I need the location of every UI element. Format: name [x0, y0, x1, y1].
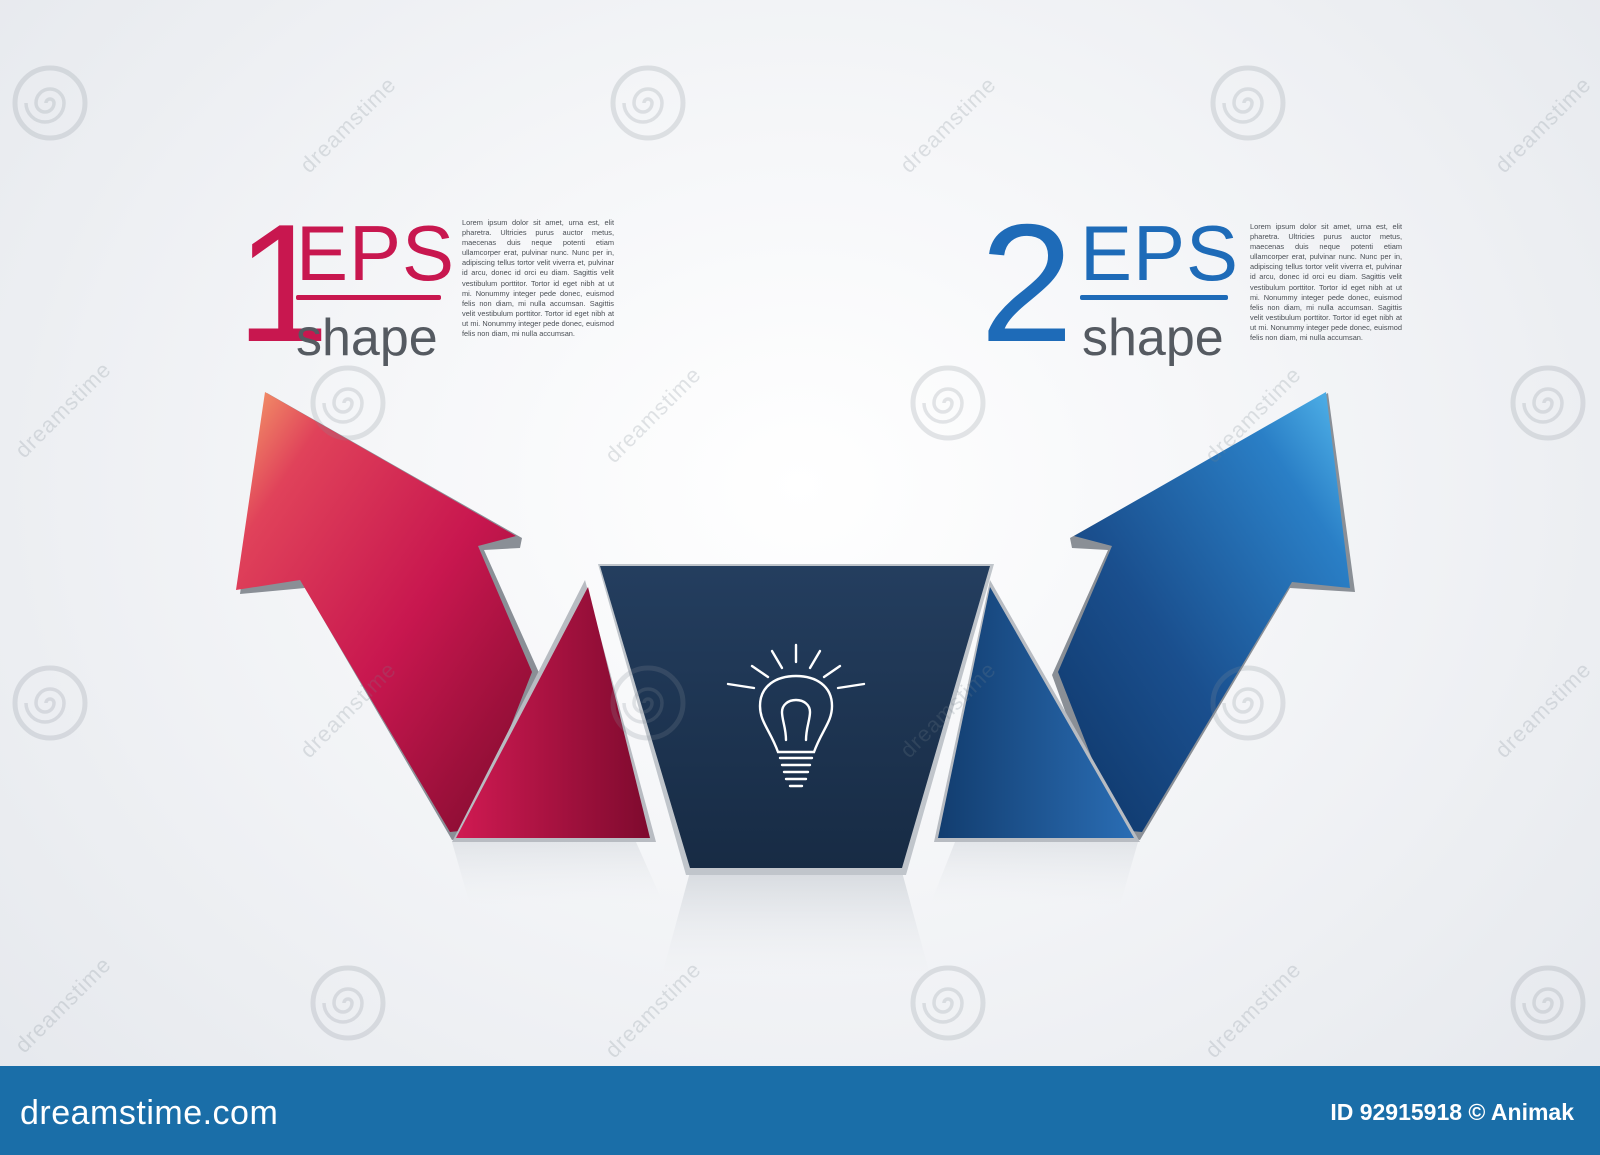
red-shadow-reflection: [452, 842, 664, 905]
step-2-title: EPS: [1080, 209, 1240, 297]
spiral-logo-icon: [310, 965, 386, 1041]
spiral-logo-icon: [310, 365, 386, 441]
spiral-logo-icon: [1510, 965, 1586, 1041]
center-panel: [598, 564, 994, 875]
step-2-underline: [1080, 295, 1228, 300]
blue-arrow: [934, 392, 1355, 842]
spiral-logo-icon: [910, 365, 986, 441]
step-1-number: 1: [236, 189, 330, 377]
step-2-number: 2: [980, 189, 1074, 377]
step-1-underline: [296, 295, 441, 300]
step-1-subtitle: shape: [296, 309, 438, 367]
footer-site-name: dreamstime.com: [20, 1094, 279, 1132]
center-panel-reflection: [662, 872, 930, 975]
step-2-label: 2 EPS shape Lorem ipsum dolor sit amet, …: [980, 189, 1402, 377]
footer-bar: dreamstime.com ID 92915918 © Animak: [0, 1066, 1600, 1155]
step-2-subtitle: shape: [1082, 309, 1224, 367]
step-2-body-text: Lorem ipsum dolor sit amet, urna est, el…: [1250, 222, 1402, 343]
step-1-label: 1 EPS shape Lorem ipsum dolor sit amet, …: [236, 189, 616, 377]
step-1-title: EPS: [296, 209, 456, 297]
spiral-logo-icon: [1210, 665, 1286, 741]
spiral-logo-icon: [910, 965, 986, 1041]
spiral-logo-icon: [1510, 365, 1586, 441]
red-arrow: [236, 392, 656, 842]
spiral-logo-icon: [610, 65, 686, 141]
spiral-logo-icon: [610, 665, 686, 741]
step-1-body-text: Lorem ipsum dolor sit amet, urna est, el…: [462, 218, 614, 339]
spiral-logo-icon: [1210, 65, 1286, 141]
spiral-logo-icon: [12, 65, 88, 141]
spiral-logo-icon: [12, 665, 88, 741]
lightbulb-icon: [726, 643, 866, 788]
blue-shadow-reflection: [930, 842, 1138, 905]
footer-image-id: ID 92915918 © Animak: [1330, 1099, 1574, 1125]
